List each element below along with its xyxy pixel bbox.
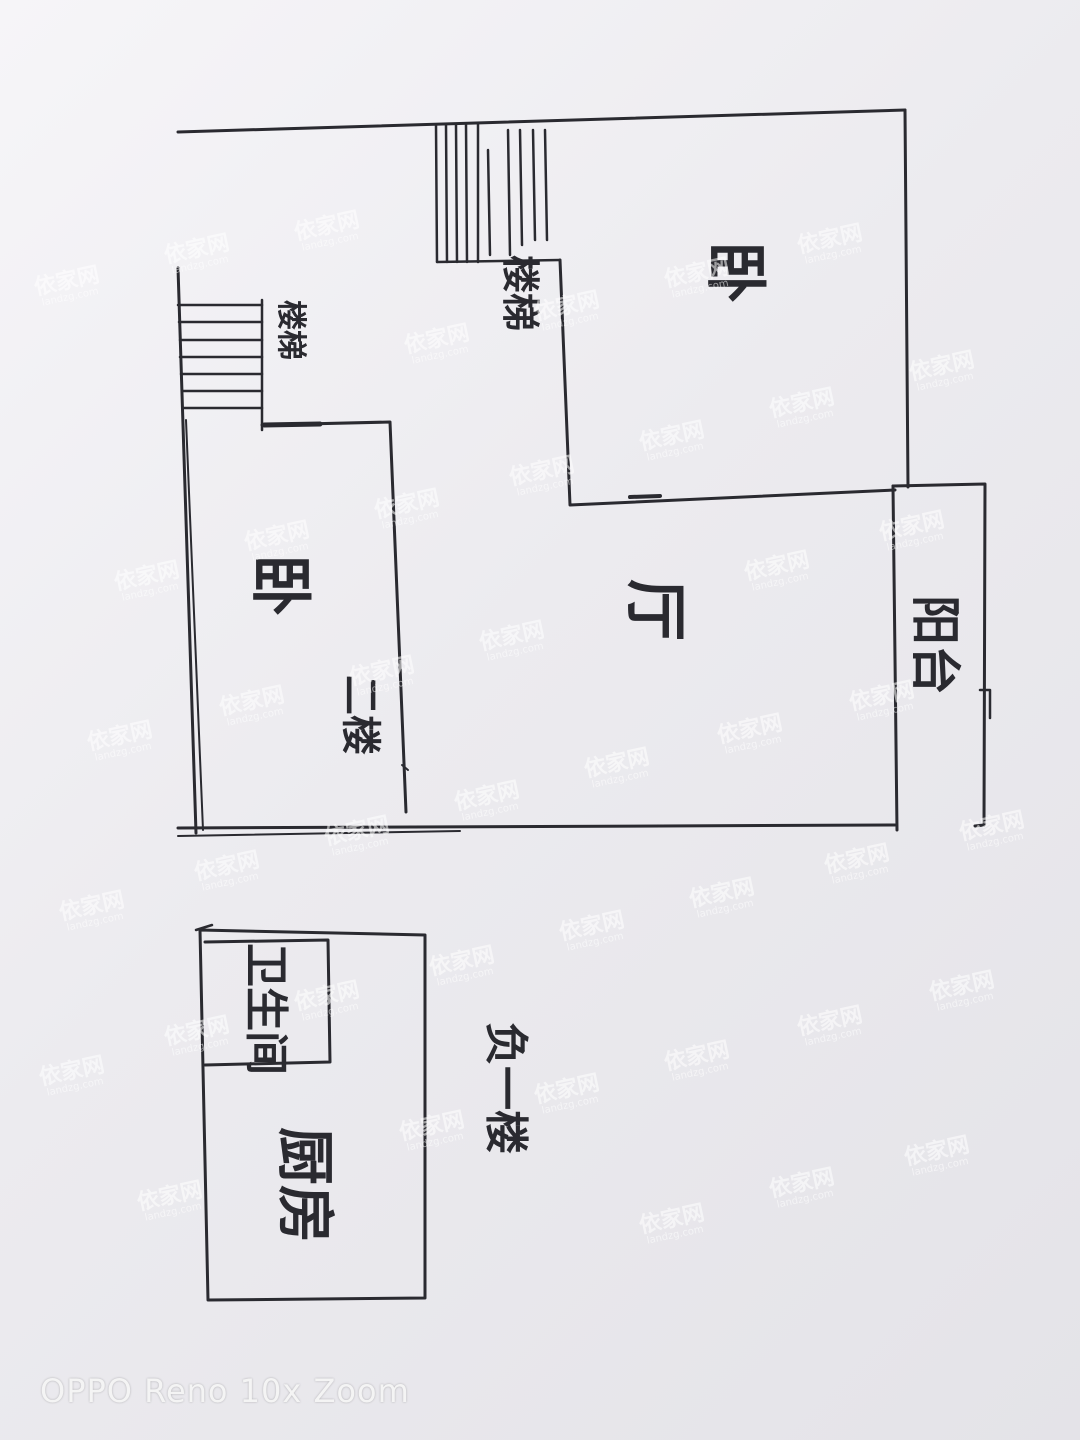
bathroom-outline bbox=[203, 938, 332, 1067]
wall-right-upper bbox=[903, 108, 910, 489]
floor-label-second: 二楼 bbox=[337, 675, 384, 755]
stair-label-main: 楼梯 bbox=[498, 254, 543, 331]
room-label-bedroom-upper: 卧 bbox=[699, 240, 772, 303]
room-label-balcony: 阳台 bbox=[906, 595, 965, 695]
wall-left-inner bbox=[185, 419, 204, 831]
room-label-living-room: 厅 bbox=[619, 578, 692, 641]
lower-floor-outline bbox=[198, 928, 427, 1302]
stair-label-side: 楼梯 bbox=[273, 300, 308, 360]
bedroom-upper-walls bbox=[558, 258, 897, 507]
balcony-outline bbox=[891, 482, 987, 828]
camera-watermark-label: OPPO Reno 10x Zoom bbox=[40, 1372, 410, 1410]
wall-left bbox=[176, 266, 198, 835]
main-stair-lines bbox=[434, 122, 562, 264]
room-label-bathroom: 卫生间 bbox=[240, 943, 291, 1075]
wall-bottom-double bbox=[177, 830, 461, 837]
bedroom-lower-door bbox=[261, 421, 323, 428]
bedroom-upper-door bbox=[628, 494, 662, 499]
floor-label-first: 负一楼 bbox=[480, 1022, 531, 1154]
wall-top bbox=[176, 108, 907, 134]
room-label-bedroom-lower: 卧 bbox=[244, 553, 317, 616]
room-label-kitchen: 厨房 bbox=[271, 1126, 339, 1243]
bedroom-lower-mark bbox=[401, 764, 409, 771]
wall-bottom bbox=[176, 823, 897, 830]
balcony-door-mark bbox=[978, 688, 992, 720]
balcony-inner-wall bbox=[891, 484, 899, 832]
lower-floor-corner bbox=[194, 923, 214, 932]
side-stair-rungs bbox=[176, 298, 264, 432]
